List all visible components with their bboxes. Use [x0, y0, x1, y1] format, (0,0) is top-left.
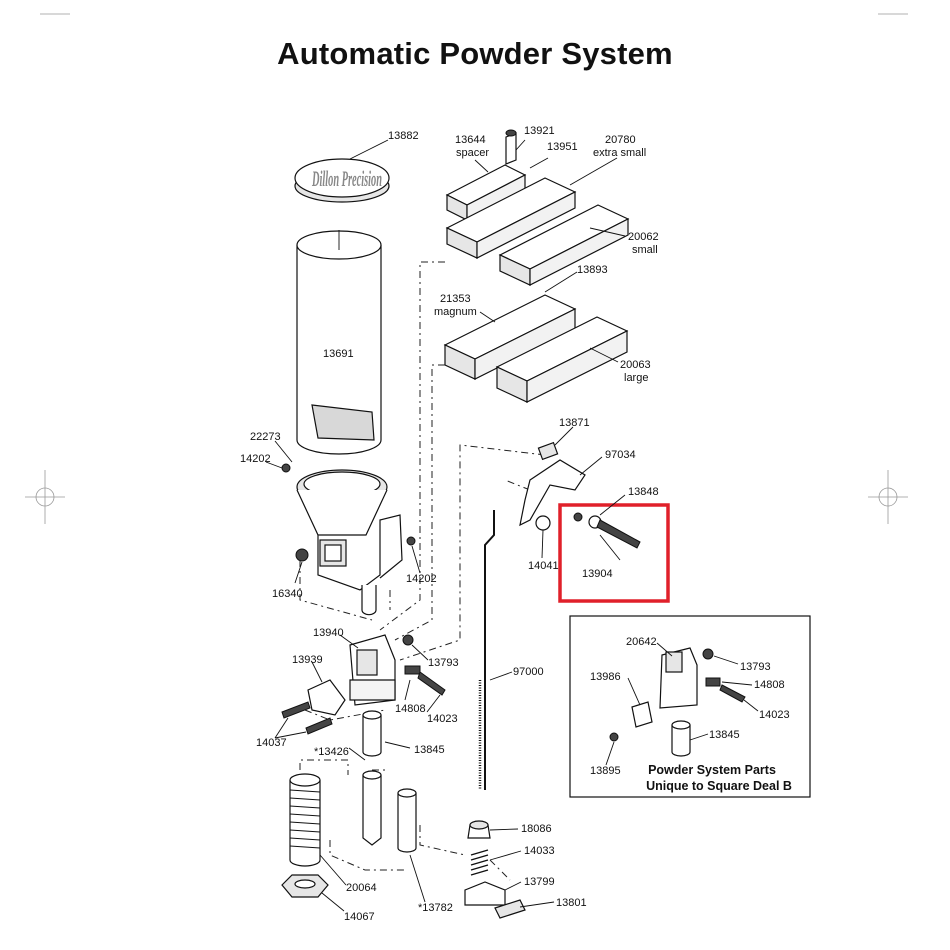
inset-label-14808: 14808: [754, 679, 785, 691]
label-14037: 14037: [256, 737, 287, 749]
label-20780: 20780: [605, 134, 636, 146]
label-13951: 13951: [547, 141, 578, 153]
label-13793: 13793: [428, 657, 459, 669]
crop-marks: [25, 13, 908, 524]
leader-lines: [265, 139, 759, 912]
inset-label-13793: 13793: [740, 661, 771, 673]
label-13904: 13904: [582, 568, 613, 580]
registration-mark-left: [25, 470, 65, 524]
label-21353-note: magnum: [434, 306, 477, 318]
label-13882: 13882: [388, 130, 419, 142]
assembly-dash-lines: [299, 261, 546, 881]
label-13782: *13782: [418, 902, 453, 914]
label-20062-note: small: [632, 244, 658, 256]
label-21353: 21353: [440, 293, 471, 305]
label-14023: 14023: [427, 713, 458, 725]
label-18086: 18086: [521, 823, 552, 835]
hopper-cap: Dillon Precision: [294, 139, 390, 203]
highlight-box-13904: [558, 503, 670, 603]
label-22273: 22273: [250, 431, 281, 443]
powder-die-assembly: [281, 634, 446, 853]
label-14808: 14808: [395, 703, 426, 715]
powder-bars-large: [443, 294, 629, 403]
label-13871: 13871: [559, 417, 590, 429]
label-14067: 14067: [344, 911, 375, 923]
label-20062: 20062: [628, 231, 659, 243]
label-14202-left: 14202: [240, 453, 271, 465]
label-13893: 13893: [577, 264, 608, 276]
label-13426: *13426: [314, 746, 349, 758]
part-labels: 13882 13644 spacer 13921 13951 20780 ext…: [240, 125, 659, 923]
label-97000: 97000: [513, 666, 544, 678]
label-13940: 13940: [313, 627, 344, 639]
label-13845: 13845: [414, 744, 445, 756]
brand-logo: Dillon Precision: [312, 166, 382, 191]
inset-caption-line1: Powder System Parts: [648, 763, 776, 777]
label-97034: 97034: [605, 449, 636, 461]
inset-panel: [569, 615, 811, 798]
label-13799: 13799: [524, 876, 555, 888]
hopper-body: [281, 463, 416, 616]
inset-label-13986: 13986: [590, 671, 621, 683]
registration-mark-right: [868, 470, 908, 524]
label-20780-note: extra small: [593, 147, 646, 159]
label-13644: 13644: [455, 134, 486, 146]
label-13691: 13691: [323, 348, 354, 360]
inset-label-14023: 14023: [759, 709, 790, 721]
inset-label-13895: 13895: [590, 765, 621, 777]
page-title: Automatic Powder System: [277, 36, 673, 71]
label-20063: 20063: [620, 359, 651, 371]
powder-bars-small: [445, 129, 630, 286]
label-20063-note: large: [624, 372, 648, 384]
label-14202-right: 14202: [406, 573, 437, 585]
label-14033: 14033: [524, 845, 555, 857]
powder-tube: [296, 230, 382, 455]
label-13801: 13801: [556, 897, 587, 909]
label-20064: 20064: [346, 882, 377, 894]
failsafe-linkage: [519, 441, 641, 561]
label-13644-note: spacer: [456, 147, 489, 159]
label-13848: 13848: [628, 486, 659, 498]
inset-label-20642: 20642: [626, 636, 657, 648]
inset-label-13845: 13845: [709, 729, 740, 741]
rod-bottom-parts: [464, 820, 526, 919]
inset-labels: 20642 13793 13986 14808 14023 13845 1389…: [590, 636, 792, 793]
inset-caption-line2: Unique to Square Deal B: [646, 779, 792, 793]
powder-rod: [478, 510, 495, 790]
label-14041: 14041: [528, 560, 559, 572]
threaded-die-body: [281, 773, 329, 898]
label-16340: 16340: [272, 588, 303, 600]
label-13921: 13921: [524, 125, 555, 137]
label-13939: 13939: [292, 654, 323, 666]
